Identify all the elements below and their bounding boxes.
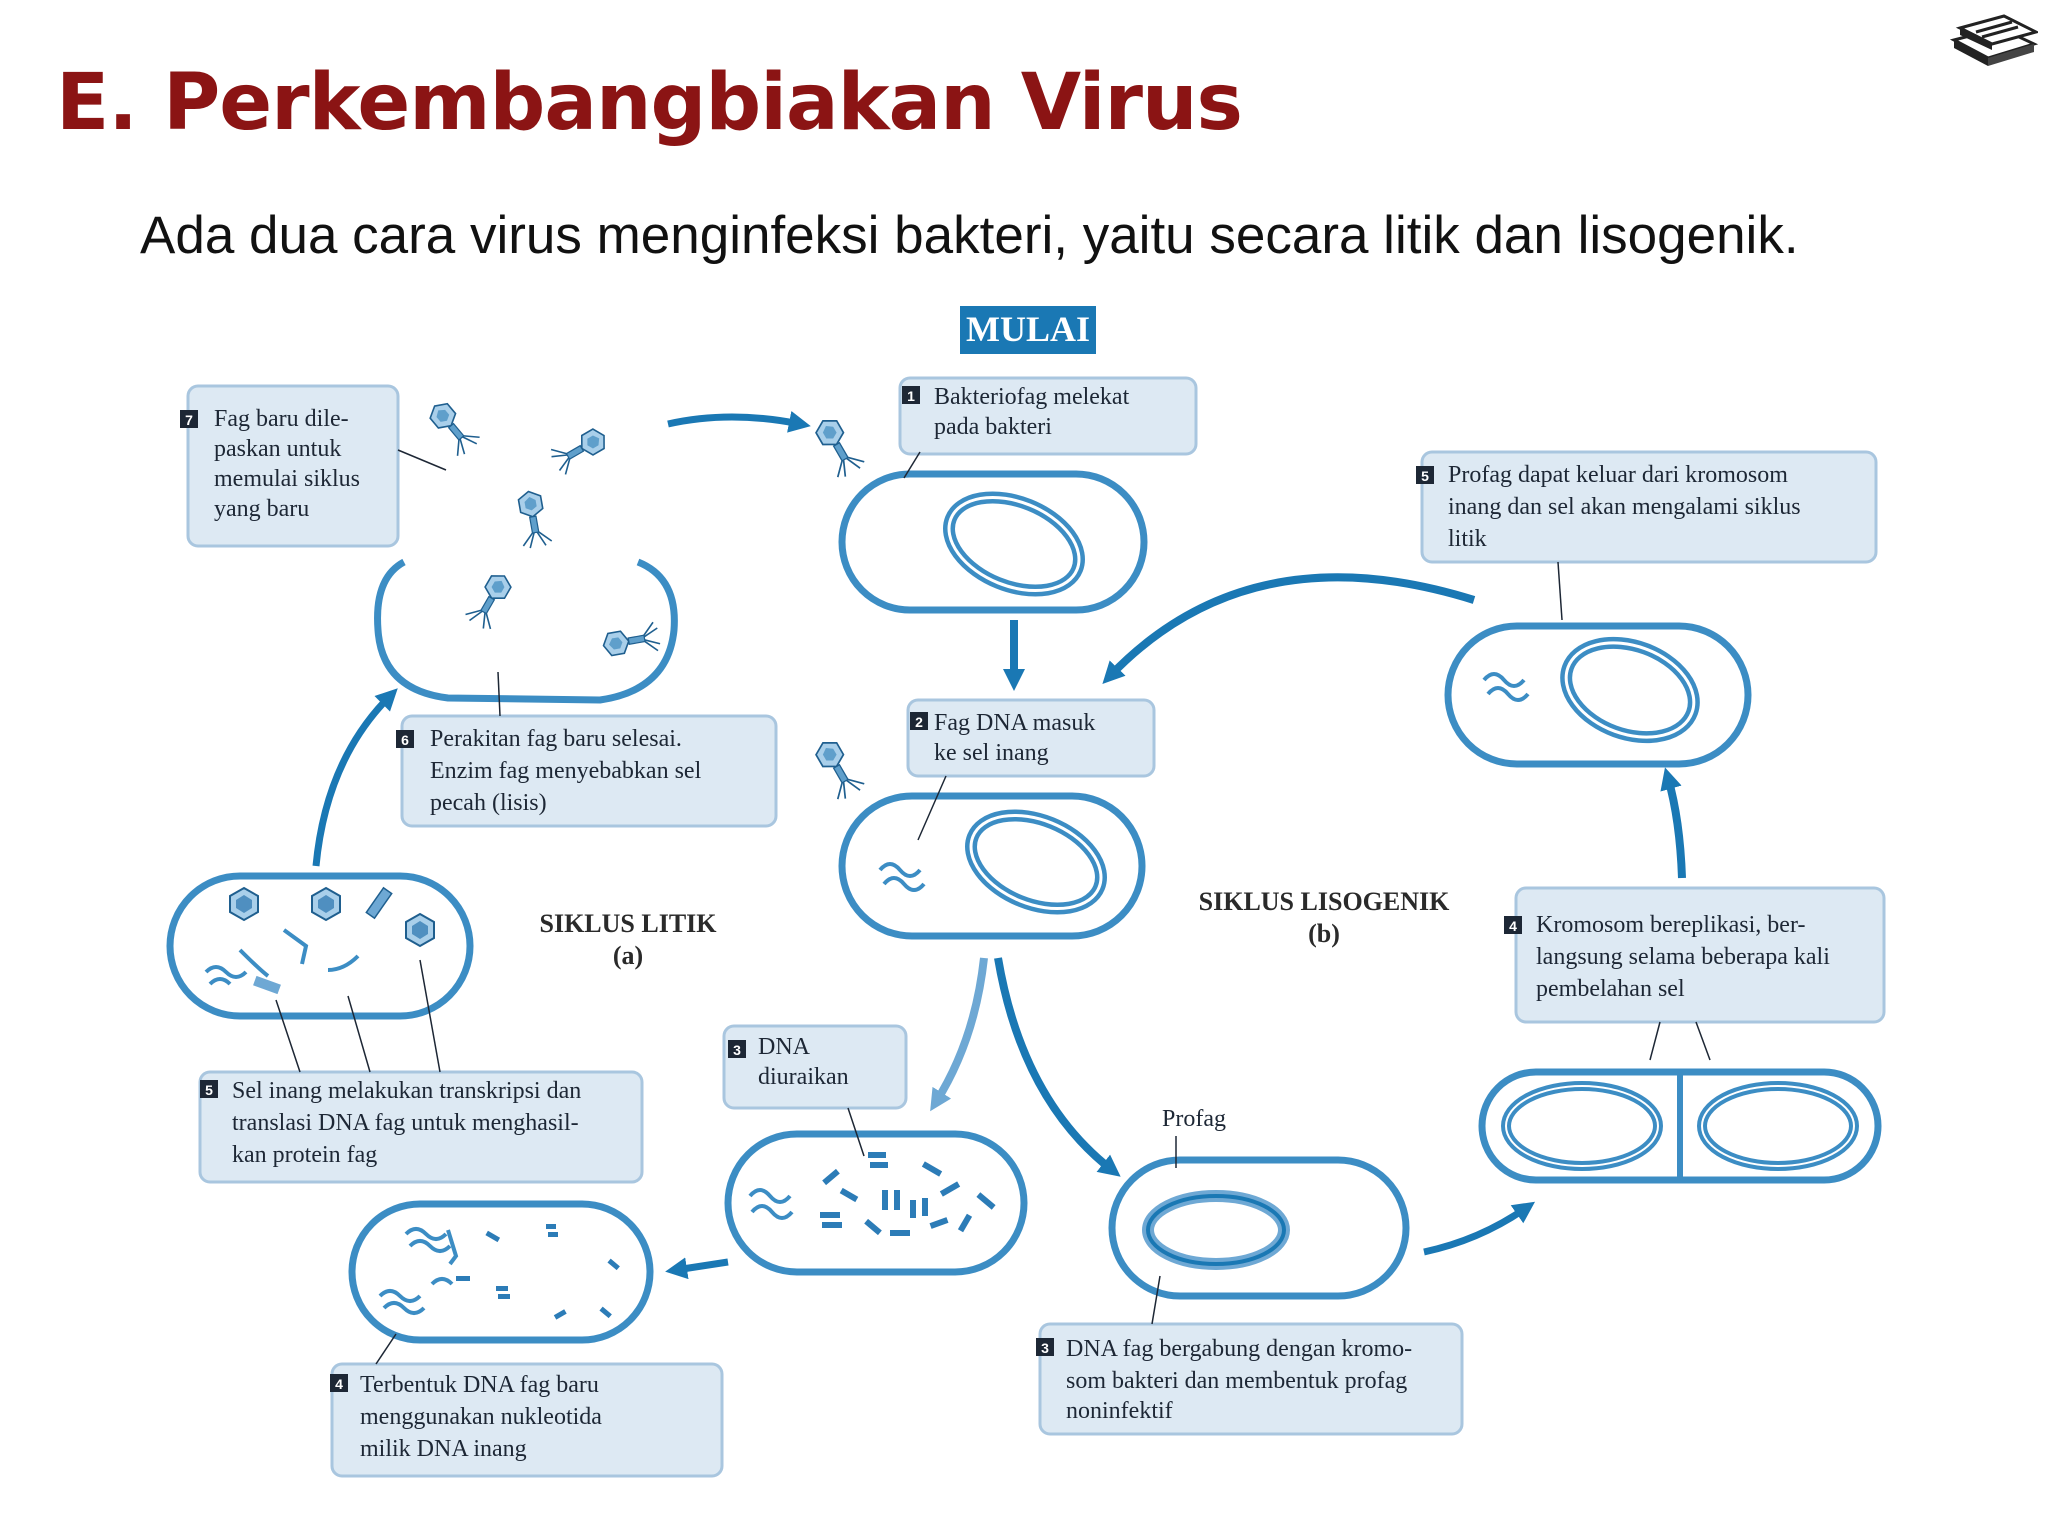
- lytic4-line3: milik DNA inang: [360, 1436, 527, 1462]
- cell-excision: [1444, 622, 1752, 768]
- phage-injecting-icon: [808, 734, 867, 803]
- lytic5-line3: kan protein fag: [232, 1142, 377, 1168]
- arrow-inject-to-integrate: [994, 957, 1121, 1177]
- phage-attaching-icon: [808, 412, 867, 481]
- lytic7-line3: memulai siklus: [214, 466, 360, 492]
- lytic3-line1: DNA: [758, 1034, 811, 1060]
- svg-text:7: 7: [185, 412, 193, 428]
- arrow-prophage-to-division: [1423, 1201, 1536, 1256]
- cell-prophage: [1108, 1136, 1410, 1300]
- svg-text:5: 5: [1421, 468, 1429, 484]
- slide-subtitle: Ada dua cara virus menginfeksi bakteri, …: [140, 206, 1799, 265]
- lyso4-line3: pembelahan sel: [1536, 976, 1685, 1002]
- callout-lyso4: 4 Kromosom bereplikasi, ber- langsung se…: [1504, 886, 1886, 1061]
- lytic4-line1: Terbentuk DNA fag baru: [360, 1372, 599, 1398]
- arrow-division-to-excision: [1660, 767, 1686, 879]
- step2-line2: ke sel inang: [934, 740, 1049, 766]
- svg-text:4: 4: [335, 1376, 343, 1392]
- cell-attach: [838, 470, 1148, 614]
- step1-line1: Bakteriofag melekat: [934, 384, 1130, 410]
- step1-line2: pada bakteri: [934, 414, 1052, 440]
- callout-lytic7: 7 Fag baru dile- paskan untuk memulai si…: [180, 384, 447, 548]
- lytic4-line2: menggunakan nukleotida: [360, 1404, 602, 1430]
- svg-text:5: 5: [205, 1082, 213, 1098]
- arrow-assembly-to-lysis: [312, 688, 398, 867]
- start-badge: MULAI: [960, 306, 1096, 354]
- callout-lyso3: 3 DNA fag bergabung dengan kromo- som ba…: [1036, 1275, 1464, 1436]
- slide-title: E. Perkembangbiakan Virus: [56, 58, 1243, 148]
- new-phages-icon: [422, 396, 662, 661]
- lytic7-line2: paskan untuk: [214, 436, 341, 462]
- lytic3-line2: diuraikan: [758, 1064, 849, 1090]
- lyso5-line1: Profag dapat keluar dari kromosom: [1448, 462, 1788, 488]
- cell-division: [1478, 1068, 1882, 1184]
- callout-lytic5: 5 Sel inang melakukan transkripsi dan tr…: [198, 959, 644, 1184]
- lyso5-line2: inang dan sel akan mengalami siklus: [1448, 494, 1801, 520]
- lyso4-line2: langsung selama beberapa kali: [1536, 944, 1830, 970]
- lyso5-line3: litik: [1448, 526, 1487, 552]
- prophage-label: Profag: [1162, 1106, 1226, 1132]
- callout-step1: 1 Bakteriofag melekat pada bakteri: [898, 376, 1198, 479]
- arrow-degrade-to-synthesize: [665, 1257, 729, 1280]
- svg-text:6: 6: [401, 732, 409, 748]
- lytic7-line1: Fag baru dile-: [214, 406, 349, 432]
- callout-lyso5: 5 Profag dapat keluar dari kromosom inan…: [1416, 450, 1878, 621]
- svg-text:2: 2: [915, 714, 923, 730]
- callout-lytic3: 3 DNA diuraikan: [722, 1024, 908, 1157]
- lytic6-line1: Perakitan fag baru selesai.: [430, 726, 682, 752]
- start-label: MULAI: [966, 309, 1090, 349]
- svg-text:1: 1: [907, 388, 915, 404]
- lytic6-line2: Enzim fag menyebabkan sel: [430, 758, 702, 784]
- lytic-cycle-title: SIKLUS LITIK: [539, 909, 717, 938]
- step2-line1: Fag DNA masuk: [934, 710, 1095, 736]
- lyso3-line3: noninfektif: [1066, 1398, 1173, 1424]
- book-stack-logo-icon: [1949, 14, 2038, 66]
- lyso3-line1: DNA fag bergabung dengan kromo-: [1066, 1336, 1412, 1362]
- lyso4-line1: Kromosom bereplikasi, ber-: [1536, 912, 1805, 938]
- arrow-release-to-attach: [667, 411, 811, 433]
- callout-lytic4: 4 Terbentuk DNA fag baru menggunakan nuk…: [330, 1333, 724, 1478]
- svg-text:3: 3: [1041, 1340, 1049, 1356]
- lytic6-line3: pecah (lisis): [430, 790, 547, 816]
- lytic5-line1: Sel inang melakukan transkripsi dan: [232, 1078, 581, 1104]
- cell-protein-synthesis: [166, 872, 474, 1020]
- lysogenic-cycle-title: SIKLUS LISOGENIK: [1199, 887, 1450, 916]
- cell-new-dna: [348, 1200, 654, 1344]
- cell-inject: [838, 792, 1146, 940]
- cell-lysis: [374, 558, 678, 704]
- callout-step2: 2 Fag DNA masuk ke sel inang: [906, 698, 1156, 841]
- svg-text:3: 3: [733, 1042, 741, 1058]
- lyso3-line2: som bakteri dan membentuk profag: [1066, 1368, 1407, 1394]
- lysogenic-cycle-tag: (b): [1308, 919, 1340, 948]
- svg-text:4: 4: [1509, 918, 1517, 934]
- cell-dna-degraded: [724, 1130, 1028, 1276]
- callout-lytic6: 6 Perakitan fag baru selesai. Enzim fag …: [396, 671, 778, 828]
- lytic-cycle-tag: (a): [613, 941, 643, 970]
- arrow-inject-to-degrade: [930, 957, 988, 1112]
- arrow-excision-to-inject: [1102, 573, 1476, 684]
- lytic7-line4: yang baru: [214, 496, 309, 522]
- lytic5-line2: translasi DNA fag untuk menghasil-: [232, 1110, 579, 1136]
